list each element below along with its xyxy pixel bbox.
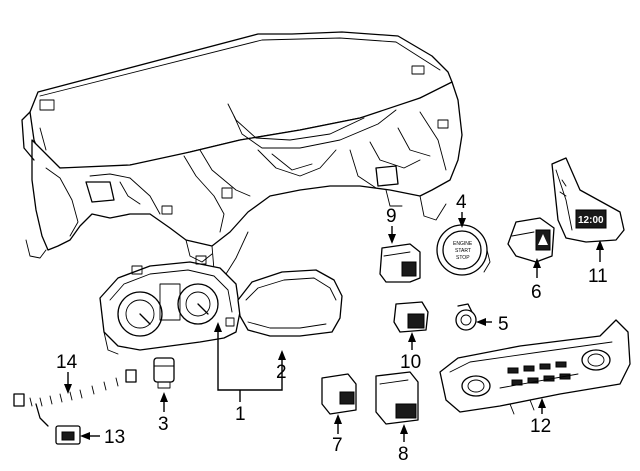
callout-numbers: 1 2 3 4 5 6 7 8 9 10 11 12 13 14 — [56, 192, 608, 465]
climate-control-panel — [439, 319, 631, 415]
arrow-1a — [214, 322, 222, 332]
callout-8: 8 — [398, 444, 409, 465]
switch-8 — [375, 371, 419, 425]
instrument-panel — [21, 31, 463, 275]
arrow-6 — [533, 258, 541, 268]
callout-4: 4 — [456, 192, 467, 213]
arrow-3 — [160, 392, 168, 402]
arrow-2 — [278, 350, 286, 360]
instrument-cluster — [99, 255, 241, 355]
arrow-7 — [334, 414, 342, 424]
clock-display: 12:00 — [578, 215, 604, 226]
cluster-lens — [237, 269, 343, 337]
switch-10 — [393, 301, 429, 333]
switch-7 — [321, 373, 357, 415]
callout-9: 9 — [386, 206, 397, 227]
arrow-8 — [400, 424, 408, 434]
engine-text: ENGINE — [453, 241, 473, 247]
start-text: START — [455, 248, 471, 254]
callout-7: 7 — [332, 435, 343, 456]
wire-harness — [13, 369, 137, 427]
arrow-12 — [538, 398, 546, 408]
callout-5: 5 — [498, 314, 509, 335]
callout-12: 12 — [530, 416, 551, 437]
callout-3: 3 — [158, 414, 169, 435]
leader-lines — [64, 212, 604, 442]
arrow-13 — [80, 432, 90, 440]
callout-13: 13 — [104, 427, 125, 448]
socket-part — [153, 357, 175, 389]
stop-text: STOP — [456, 255, 470, 261]
callout-2: 2 — [276, 362, 287, 383]
callout-6: 6 — [531, 282, 542, 303]
connector — [55, 425, 81, 445]
clock: 12:00 — [551, 157, 625, 243]
arrow-4 — [458, 218, 466, 228]
arrow-5 — [476, 318, 486, 326]
engine-start-button: ENGINE START STOP — [436, 224, 491, 276]
callout-11: 11 — [588, 266, 608, 287]
arrow-9 — [388, 234, 396, 244]
callout-14: 14 — [56, 352, 78, 373]
callout-1: 1 — [235, 404, 246, 425]
arrow-10 — [408, 332, 416, 342]
hazard-switch — [507, 217, 555, 263]
callout-10: 10 — [400, 352, 421, 373]
sensor — [455, 303, 477, 331]
arrow-14 — [64, 384, 72, 394]
arrow-11 — [596, 240, 604, 250]
switch-9 — [379, 243, 421, 283]
